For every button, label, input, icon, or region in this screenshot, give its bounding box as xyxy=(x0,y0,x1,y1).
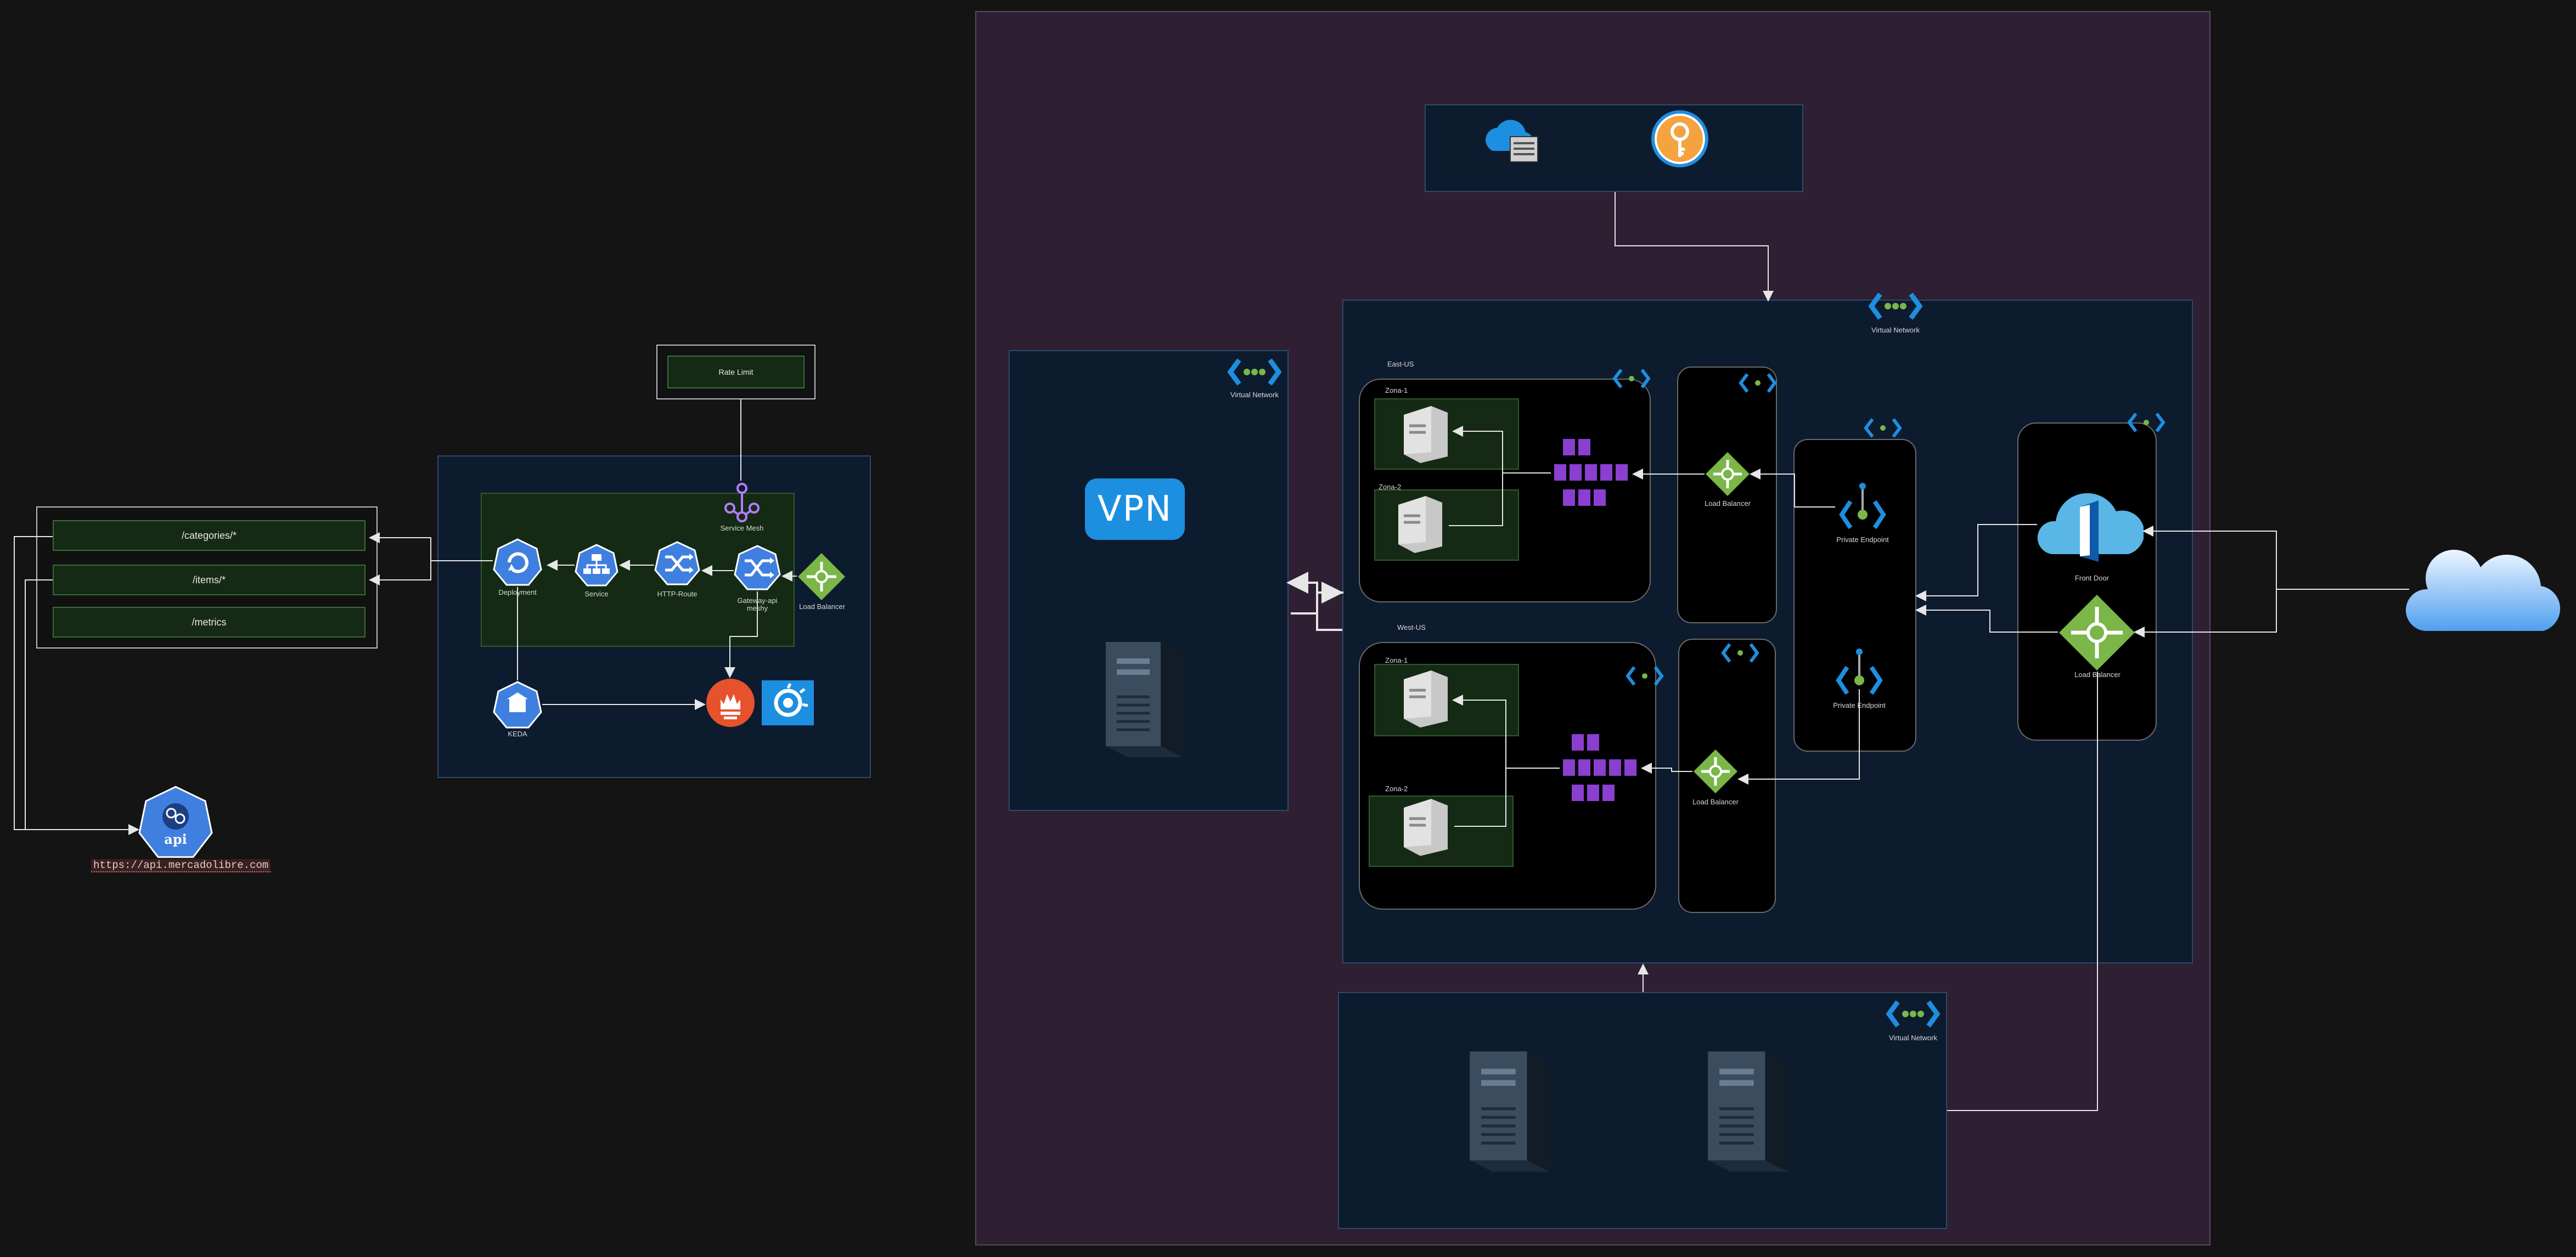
west-zone-2-label: Zona-2 xyxy=(1385,785,1408,793)
west-lb-label: Load Balancer xyxy=(1692,798,1739,806)
api-url[interactable]: https://api.mercadolibre.com xyxy=(91,859,271,872)
service-mesh-label: Service Mesh xyxy=(720,524,764,532)
west-region-label: West-US xyxy=(1397,623,1426,632)
private-endpoint-2-icon[interactable] xyxy=(1832,645,1887,700)
front-load-balancer-icon[interactable] xyxy=(2058,594,2136,672)
route-items[interactable]: /items/* xyxy=(53,565,365,595)
key-vault-icon xyxy=(1650,109,1710,169)
west-zone-1-label: Zona-1 xyxy=(1385,656,1408,664)
load-balancer-label: Load Balancer xyxy=(799,602,845,611)
east-zone-1-label: Zona-1 xyxy=(1385,386,1408,394)
prometheus-icon xyxy=(705,678,756,728)
keda-icon[interactable] xyxy=(493,680,542,730)
east-load-balancer-icon[interactable] xyxy=(1705,451,1751,497)
cloud-icon xyxy=(2404,532,2566,642)
private-endpoint-2-label: Private Endpoint xyxy=(1833,701,1886,709)
east-vm2-icon[interactable] xyxy=(1393,494,1448,554)
east-aks-icon[interactable] xyxy=(1551,437,1633,509)
bottom-vnet-panel xyxy=(1338,992,1947,1229)
west-load-balancer-icon[interactable] xyxy=(1692,748,1739,794)
bottom-vnet-icon xyxy=(1886,997,1941,1030)
east-subnet-icon xyxy=(1612,367,1651,391)
front-door-icon[interactable] xyxy=(2037,474,2145,567)
http-route-icon[interactable] xyxy=(654,540,700,587)
front-door-label: Front Door xyxy=(2074,574,2110,582)
pe-subnet-icon xyxy=(1864,416,1902,440)
vpn-vnet-label: Virtual Network xyxy=(1230,391,1279,399)
bottom-server-1-icon xyxy=(1458,1046,1556,1177)
west-aks-icon[interactable] xyxy=(1560,732,1642,804)
vpn-logo-text: VPN xyxy=(1097,489,1173,529)
load-balancer-icon[interactable] xyxy=(797,552,846,601)
gateway-label: Gateway-api meshy xyxy=(737,596,778,612)
rate-limit[interactable]: Rate Limit xyxy=(667,356,805,388)
private-endpoint-1-icon[interactable] xyxy=(1835,480,1890,534)
west-lb-subnet-icon xyxy=(1721,641,1759,665)
route-categories[interactable]: /categories/* xyxy=(53,520,365,551)
east-vm1-icon[interactable] xyxy=(1398,404,1453,464)
grafana-icon xyxy=(762,680,814,725)
deployment-label: Deployment xyxy=(498,588,537,596)
deployment-icon[interactable] xyxy=(493,538,542,587)
service-mesh-icon xyxy=(720,481,764,525)
container-registry-icon xyxy=(1482,112,1542,167)
bottom-server-2-icon xyxy=(1696,1046,1795,1177)
api-icon-text: api xyxy=(164,831,187,847)
east-lb-label: Load Balancer xyxy=(1705,499,1751,508)
front-door-subnet-icon xyxy=(2127,410,2166,435)
gateway-icon[interactable] xyxy=(734,544,781,591)
service-label: Service xyxy=(584,590,609,598)
east-lb-subnet-icon xyxy=(1739,371,1777,395)
http-route-label: HTTP-Route xyxy=(657,590,698,598)
hub-vnet-icon xyxy=(1868,290,1923,323)
keda-label: KEDA xyxy=(508,730,527,738)
vpn-icon[interactable]: VPN xyxy=(1085,478,1185,540)
hub-vnet-label: Virtual Network xyxy=(1871,326,1920,334)
west-vm2-icon[interactable] xyxy=(1398,797,1453,857)
vpn-vnet-icon xyxy=(1227,356,1282,388)
shared-services-panel xyxy=(1425,104,1803,192)
east-zone-2-label: Zona-2 xyxy=(1379,483,1402,491)
kubernetes-api-icon xyxy=(137,785,214,861)
east-region-label: East-US xyxy=(1387,360,1414,368)
west-vm1-icon[interactable] xyxy=(1398,668,1453,729)
front-lb-label: Load Balancer xyxy=(2074,670,2121,679)
server-tower-icon xyxy=(1095,636,1188,763)
bottom-vnet-label: Virtual Network xyxy=(1889,1034,1937,1042)
private-endpoint-1-label: Private Endpoint xyxy=(1836,536,1889,544)
service-icon[interactable] xyxy=(575,543,618,587)
route-metrics[interactable]: /metrics xyxy=(53,607,365,638)
west-subnet-icon xyxy=(1626,664,1664,688)
